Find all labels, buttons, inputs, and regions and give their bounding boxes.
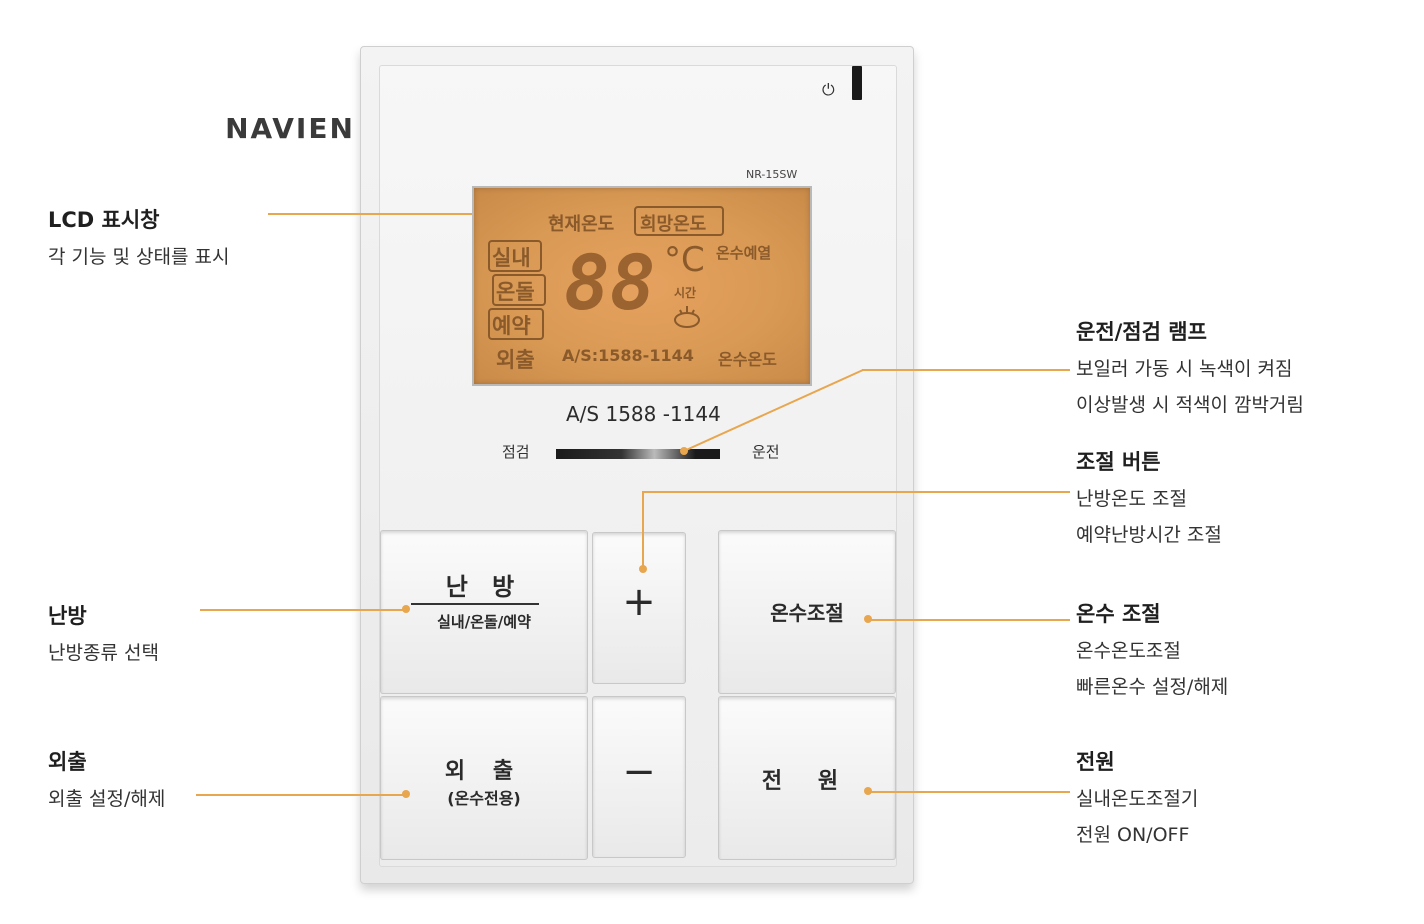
- model-number: NR-15SW: [746, 168, 798, 181]
- power-button-label: 전 원: [761, 769, 853, 794]
- lcd-ondol-box: [492, 274, 546, 306]
- lcd-leader: [268, 213, 472, 215]
- lcd-callout-line: 각 기능 및 상태를 표시: [48, 246, 230, 268]
- lcd-time: 시간: [674, 286, 697, 300]
- outing-button-title: 외 출: [444, 759, 524, 784]
- lcd-hot-water-temp: 온수온도: [718, 350, 777, 369]
- lcd-unit: °C: [664, 240, 705, 280]
- power-button[interactable]: 전 원: [718, 696, 896, 860]
- lcd-indoor-box: [488, 240, 542, 272]
- power-symbol-icon: ⏻: [822, 80, 835, 99]
- heating-callout-line: 난방종류 선택: [48, 642, 159, 664]
- status-lamp: [556, 449, 720, 459]
- outing-button[interactable]: 외 출 (온수전용): [380, 696, 588, 860]
- adjust-leader-v: [642, 491, 644, 567]
- power-leader-dot: [864, 787, 872, 795]
- lcd-callout-title: LCD 표시창: [48, 208, 160, 232]
- plus-button[interactable]: +: [592, 532, 686, 684]
- lamp-leader-h: [862, 369, 1070, 371]
- power-callout-title: 전원: [1076, 750, 1115, 774]
- lcd-outing: 외출: [496, 348, 535, 372]
- lcd-indoor: 실내: [492, 246, 531, 270]
- heating-button-title: 난 방: [445, 573, 523, 601]
- lamp-leader-dot: [680, 447, 688, 455]
- outing-leader: [196, 794, 406, 796]
- power-leader: [868, 791, 1070, 793]
- lcd-desired-box: [634, 206, 724, 236]
- lcd-reserve: 예약: [492, 314, 531, 338]
- lamp-leader-diagonal: [680, 369, 866, 459]
- lcd-current-temp: 현재온도: [548, 214, 615, 235]
- hot-water-callout-line: 빠른온수 설정/해제: [1076, 676, 1229, 698]
- adjust-callout-line: 난방온도 조절: [1076, 488, 1187, 510]
- hot-water-button[interactable]: 온수조절: [718, 530, 896, 694]
- heating-callout-title: 난방: [48, 604, 87, 628]
- lcd-reserve-box: [488, 308, 544, 340]
- minus-button[interactable]: −: [592, 696, 686, 858]
- heating-leader: [200, 609, 406, 611]
- adjust-leader-dot: [639, 565, 647, 573]
- hot-water-leader: [868, 619, 1070, 621]
- lcd-flame-icon: [670, 302, 704, 334]
- minus-icon: −: [622, 749, 656, 795]
- lcd-hot-water-preheat: 온수예열: [716, 244, 772, 262]
- hot-water-button-label: 온수조절: [770, 601, 844, 625]
- hot-water-callout-line: 온수온도조절: [1076, 640, 1181, 662]
- lcd-digits: 88: [564, 238, 656, 327]
- brand-logo: NAVIEN: [225, 112, 355, 145]
- lcd-display: 현재온도 희망온도 실내 온돌 예약 외출 88 °C 온수예열 시간 A/S:…: [472, 186, 812, 386]
- as-number: A/S 1588 -1144: [566, 402, 721, 426]
- outing-leader-dot: [402, 790, 410, 798]
- hot-water-callout-title: 온수 조절: [1076, 602, 1161, 626]
- adjust-leader-h: [642, 491, 1070, 493]
- lcd-desired-temp: 희망온도: [640, 214, 707, 235]
- lamp-callout-line: 보일러 가동 시 녹색이 켜짐: [1076, 358, 1293, 380]
- lcd-ondol: 온돌: [496, 280, 535, 304]
- heating-button[interactable]: 난 방 실내/온돌/예약: [380, 530, 588, 694]
- heating-leader-dot: [402, 605, 410, 613]
- lamp-run-label: 운전: [752, 443, 780, 461]
- adjust-callout-title: 조절 버튼: [1076, 450, 1161, 474]
- plus-icon: +: [622, 579, 656, 625]
- lcd-as-line: A/S:1588-1144: [562, 346, 694, 365]
- outing-button-sub: (온수전용): [447, 789, 521, 808]
- hot-water-leader-dot: [864, 615, 872, 623]
- lamp-callout-title: 운전/점검 램프: [1076, 320, 1207, 344]
- power-callout-line: 전원 ON/OFF: [1076, 824, 1190, 846]
- power-indicator: [852, 66, 862, 100]
- lamp-check-label: 점검: [502, 443, 530, 461]
- lamp-callout-line: 이상발생 시 적색이 깜박거림: [1076, 394, 1304, 416]
- heating-divider: [411, 603, 539, 605]
- outing-callout-line: 외출 설정/해제: [48, 788, 166, 810]
- power-callout-line: 실내온도조절기: [1076, 788, 1199, 810]
- heating-button-sub: 실내/온돌/예약: [437, 613, 531, 631]
- outing-callout-title: 외출: [48, 750, 87, 774]
- adjust-callout-line: 예약난방시간 조절: [1076, 524, 1222, 546]
